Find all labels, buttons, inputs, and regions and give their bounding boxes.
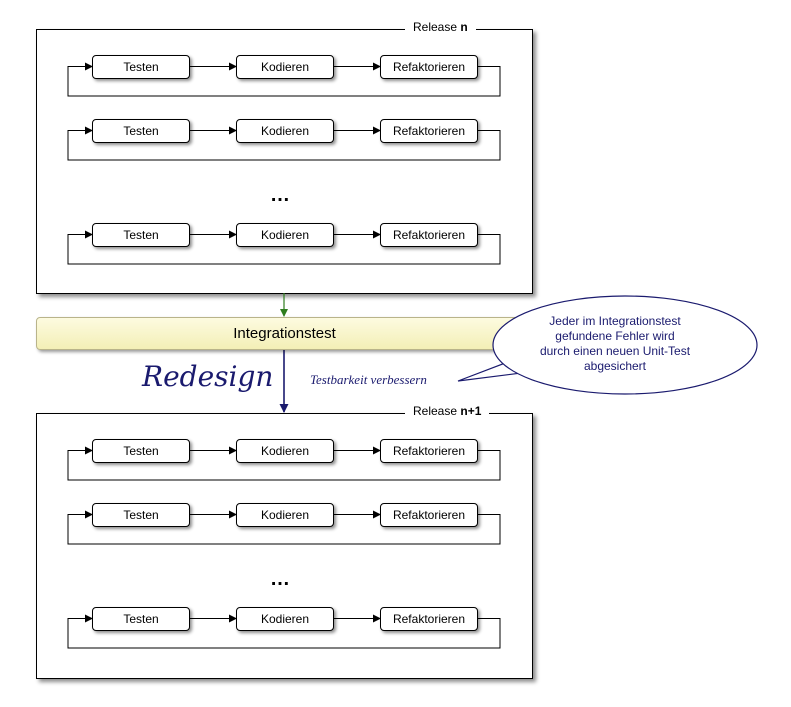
step-box-2-2: Kodieren [236, 119, 334, 143]
feedback-loop-1 [67, 62, 501, 97]
step-box-1-3: Refaktorieren [380, 55, 478, 79]
callout-line-2: gefundene Fehler wird [555, 329, 675, 343]
step-box-2-1: Testen [92, 119, 190, 143]
integrationstest-bar: Integrationstest [36, 317, 533, 350]
feedback-loop-4 [67, 446, 501, 481]
step-box-6-1: Testen [92, 607, 190, 631]
feedback-loop-5 [67, 510, 501, 545]
feedback-loop-3 [67, 230, 501, 265]
step-box-6-2: Kodieren [236, 607, 334, 631]
release-n-label-text: Release [413, 20, 458, 34]
step-box-3-3: Refaktorieren [380, 223, 478, 247]
release-n1-label-text: Release [413, 404, 458, 418]
step-box-6-3: Refaktorieren [380, 607, 478, 631]
release-n-label: Release n [405, 20, 476, 34]
step-box-1-1: Testen [92, 55, 190, 79]
release-n-suffix: n [460, 20, 468, 34]
callout-line-4: abgesichert [583, 359, 647, 373]
ellipsis-top: … [270, 184, 291, 206]
release-n1-label: Release n+1 [405, 404, 490, 418]
ellipsis-bottom: … [270, 568, 291, 590]
step-box-5-2: Kodieren [236, 503, 334, 527]
redesign-label: Redesign [142, 360, 274, 393]
step-box-3-1: Testen [92, 223, 190, 247]
step-box-4-1: Testen [92, 439, 190, 463]
step-box-1-2: Kodieren [236, 55, 334, 79]
callout-line-1: Jeder im Integrationstest [549, 314, 681, 328]
feedback-loop-2 [67, 126, 501, 161]
step-box-5-3: Refaktorieren [380, 503, 478, 527]
step-box-3-2: Kodieren [236, 223, 334, 247]
step-box-2-3: Refaktorieren [380, 119, 478, 143]
callout-text: Jeder im Integrationstest gefundene Fehl… [520, 314, 710, 374]
feedback-loop-6 [67, 614, 501, 649]
release-n1-suffix: n+1 [460, 404, 482, 418]
callout-line-3: durch einen neuen Unit-Test [539, 344, 691, 358]
step-box-4-3: Refaktorieren [380, 439, 478, 463]
step-box-4-2: Kodieren [236, 439, 334, 463]
testability-label: Testbarkeit verbessern [310, 372, 427, 387]
step-box-5-1: Testen [92, 503, 190, 527]
